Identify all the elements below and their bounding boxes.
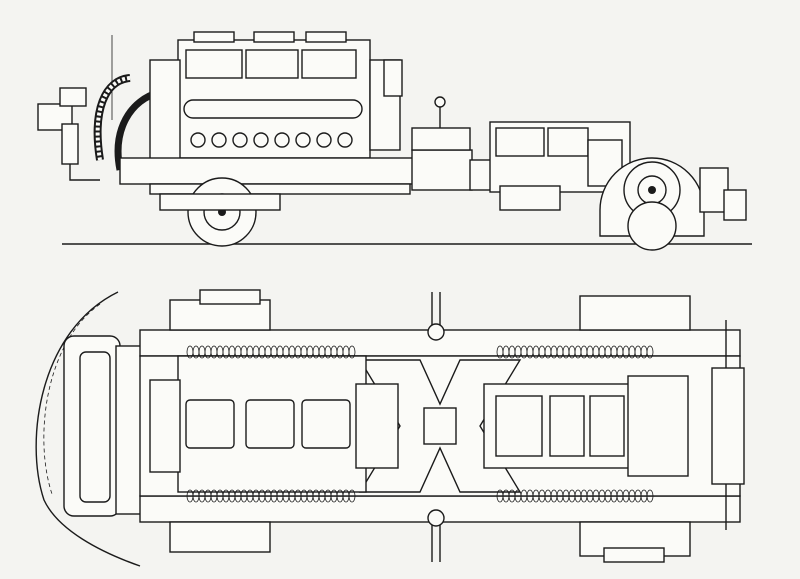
cylinder-head bbox=[316, 132, 332, 148]
coil-turn bbox=[646, 489, 654, 503]
cylinder-head bbox=[295, 132, 311, 148]
cylinder-head bbox=[190, 132, 206, 148]
gearbox-plan bbox=[483, 375, 689, 477]
cylinder-head bbox=[253, 132, 269, 148]
axle-housings bbox=[169, 289, 691, 563]
end-buffer bbox=[711, 320, 745, 530]
cylinder-head bbox=[211, 132, 227, 148]
side-elevation-view bbox=[37, 31, 752, 251]
cab-curve bbox=[35, 291, 141, 567]
plan-view bbox=[35, 289, 745, 567]
coil-turn bbox=[348, 489, 356, 503]
levers bbox=[427, 292, 445, 562]
gearbox bbox=[489, 121, 631, 211]
bogie-rear bbox=[599, 157, 747, 251]
cylinder-head bbox=[274, 132, 290, 148]
x-brace bbox=[358, 359, 522, 493]
drive-shaft-unit bbox=[411, 96, 471, 151]
engine-block-plan bbox=[149, 355, 399, 493]
bogie-front bbox=[159, 177, 281, 247]
cylinder-head bbox=[232, 132, 248, 148]
cooling-coils bbox=[186, 345, 654, 503]
engine-block bbox=[149, 31, 403, 161]
coil-turn bbox=[348, 345, 356, 359]
coil-turn bbox=[646, 345, 654, 359]
cab-cooling-unit bbox=[63, 335, 147, 517]
cab-fixture bbox=[37, 87, 100, 181]
cylinder-head bbox=[337, 132, 353, 148]
